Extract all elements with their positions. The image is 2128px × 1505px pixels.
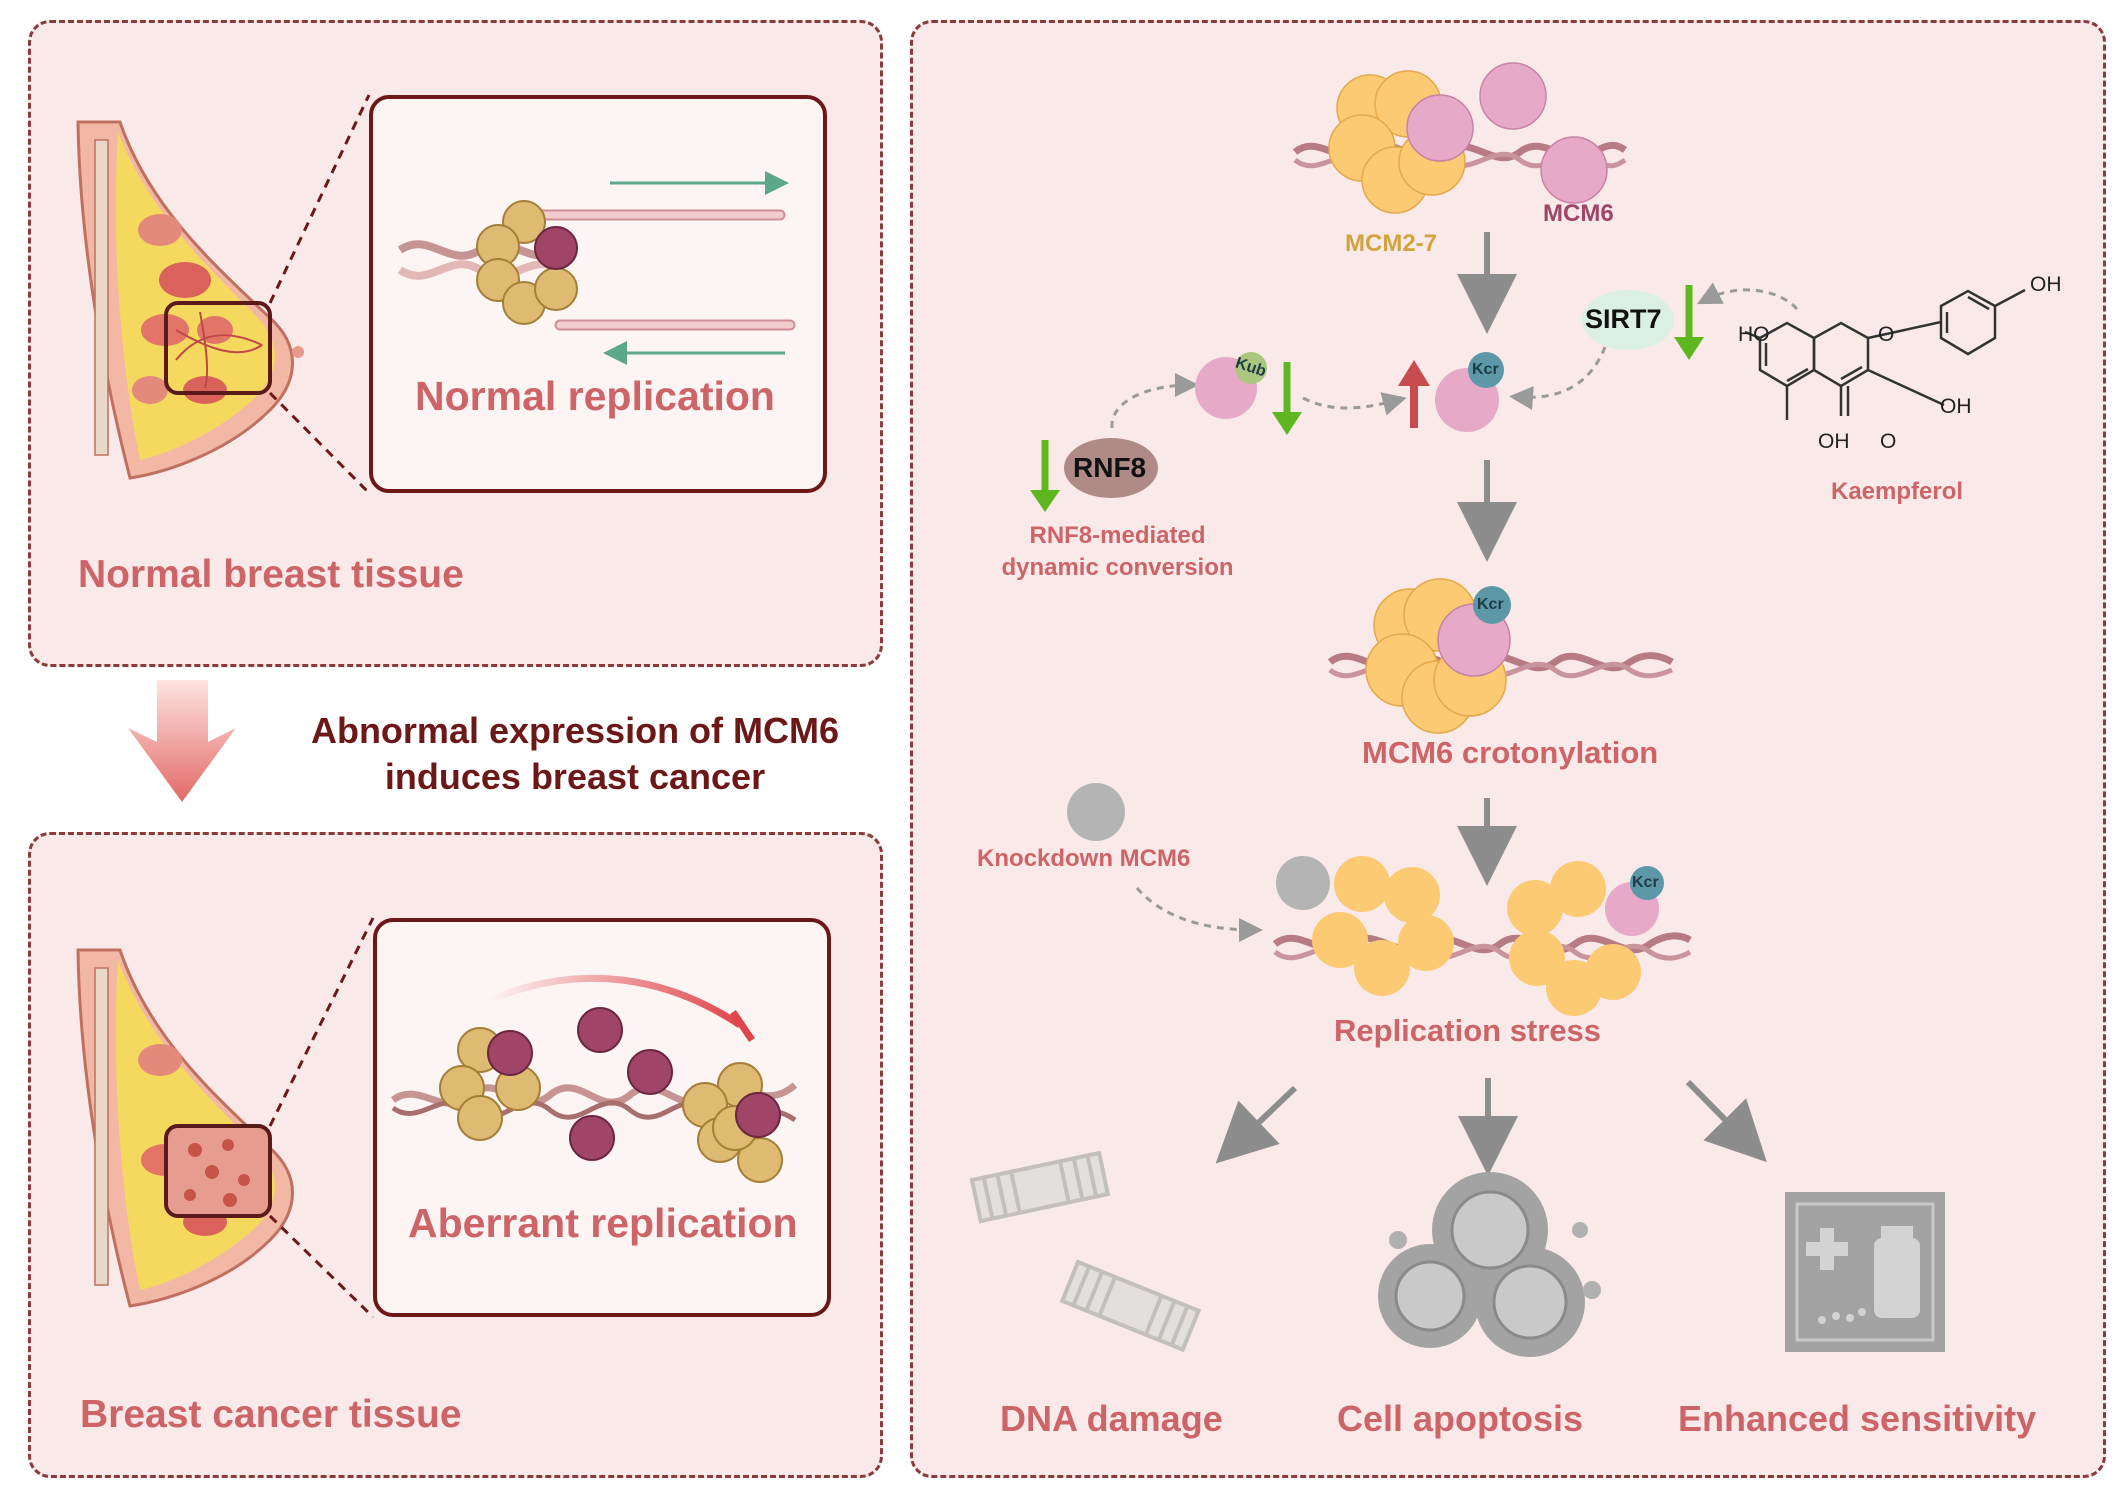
drug-sensitivity-icon	[1785, 1192, 1945, 1352]
normal-replication-zoom	[369, 95, 827, 493]
knockdown-mcm6-icon	[1067, 783, 1125, 841]
normal-tissue-label: Normal breast tissue	[78, 553, 464, 596]
mcm6-label: MCM6	[1543, 200, 1614, 227]
atom-ho: HO	[1738, 323, 1770, 346]
rnf8-label: RNF8	[1073, 452, 1147, 483]
outcome-dna-damage: DNA damage	[1000, 1398, 1223, 1439]
replication-stress-complex-icon	[1272, 856, 1692, 1016]
progression-arrow-icon	[128, 680, 236, 802]
mcm27-label: MCM2-7	[1345, 230, 1438, 257]
sirt7-node	[1582, 290, 1674, 350]
cancer-breast-tissue-icon	[76, 948, 294, 1308]
cancer-zoom-label: Aberrant replication	[408, 1200, 798, 1246]
atom-oh-3: OH	[1818, 430, 1850, 453]
atom-oh-1: OH	[2030, 273, 2062, 296]
outcome-enhanced-sensitivity: Enhanced sensitivity	[1678, 1398, 2037, 1439]
atom-o-keto: O	[1880, 430, 1897, 453]
outcome-cell-apoptosis: Cell apoptosis	[1337, 1398, 1584, 1439]
kub-badge	[1235, 352, 1267, 384]
dna-damage-icon	[969, 1150, 1202, 1353]
kcr-label-3: Kcr	[1632, 874, 1659, 891]
aberrant-replication-icon	[390, 974, 798, 1183]
rnf8-caption-line-1: RNF8-mediated	[1029, 522, 1206, 549]
kaempferol-structure-icon	[1744, 288, 2026, 420]
mcm-complex-top-icon	[1292, 62, 1628, 214]
kaempferol-label: Kaempferol	[1831, 478, 1964, 505]
kcr-badge	[1468, 352, 1504, 388]
knockdown-label: Knockdown MCM6	[977, 845, 1191, 872]
breast-tissue-icon	[76, 120, 304, 480]
replication-fork-icon	[397, 171, 796, 365]
crotonylation-label: MCM6 crotonylation	[1362, 735, 1659, 770]
middle-caption: Abnormal expression of MCM6 induces brea…	[270, 708, 880, 800]
rnf8-node	[1064, 438, 1158, 498]
cancer-tissue-label: Breast cancer tissue	[80, 1393, 462, 1436]
normal-zoom-label: Normal replication	[415, 373, 775, 419]
kcr-label-2: Kcr	[1477, 596, 1504, 613]
replication-stress-label: Replication stress	[1334, 1013, 1602, 1048]
kcr-label-1: Kcr	[1472, 361, 1499, 378]
atom-o-ring: O	[1878, 323, 1895, 346]
middle-caption-line-2: induces breast cancer	[384, 756, 766, 797]
rnf8-caption-line-2: dynamic conversion	[1001, 554, 1234, 581]
mcm6-crotonylation-complex-icon	[1327, 578, 1674, 734]
rnf8-caption: RNF8-mediated dynamic conversion	[990, 520, 1245, 584]
cell-apoptosis-icon	[1378, 1172, 1601, 1357]
sirt7-label: SIRT7	[1585, 304, 1662, 334]
middle-caption-line-1: Abnormal expression of MCM6	[310, 710, 840, 751]
atom-oh-2: OH	[1940, 395, 1972, 418]
